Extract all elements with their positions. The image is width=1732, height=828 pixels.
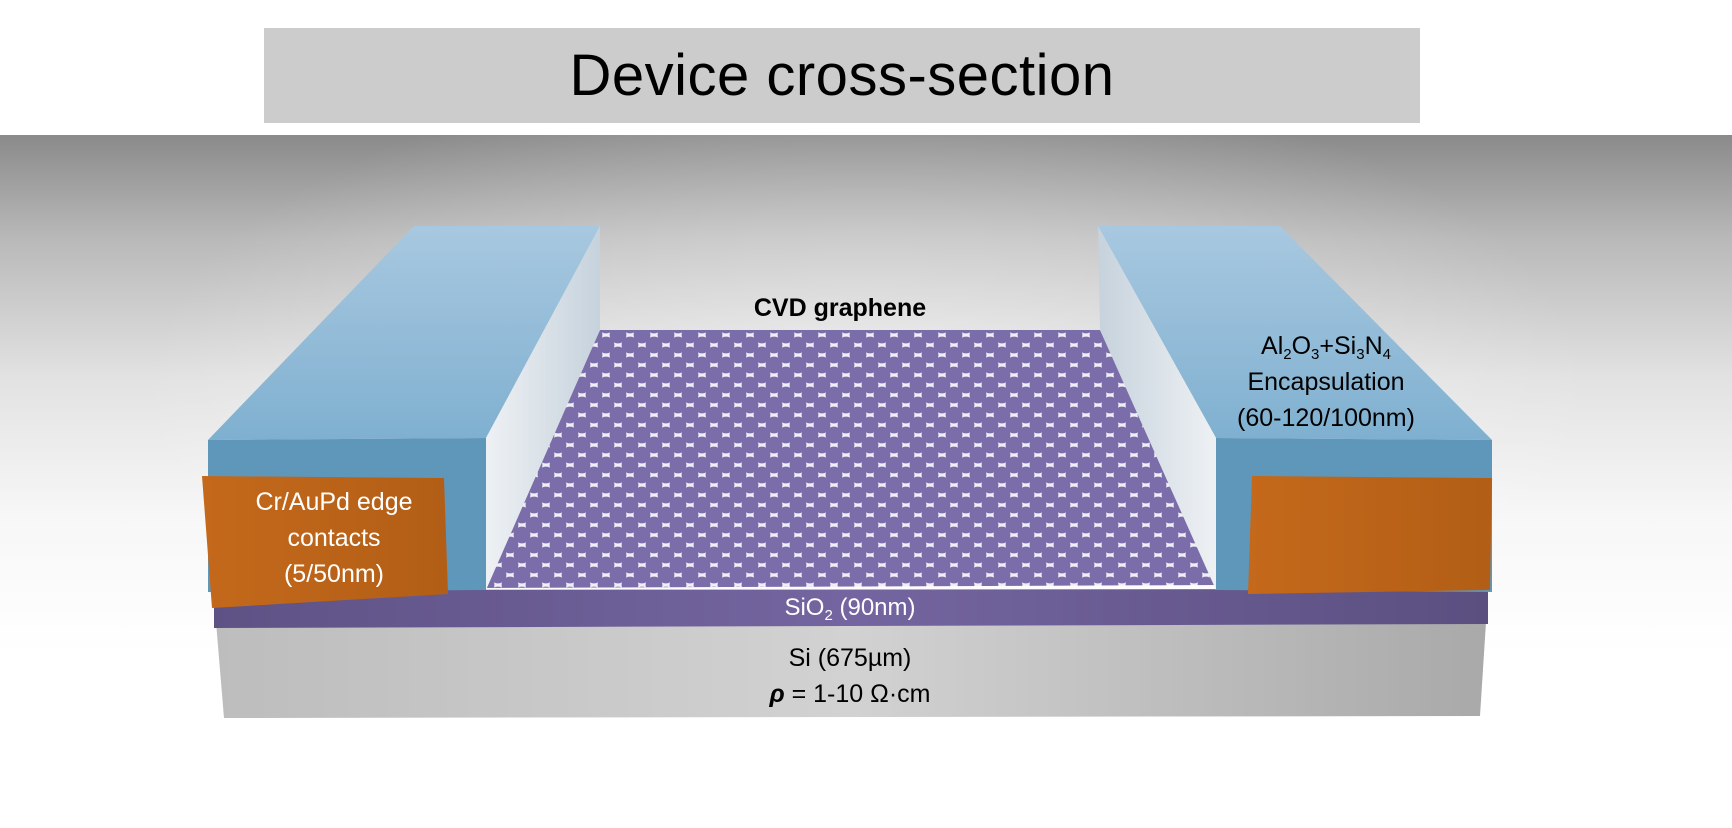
si-substrate — [216, 622, 1486, 718]
contacts-label: Cr/AuPd edge contacts (5/50nm) — [214, 484, 454, 592]
contacts-type: contacts — [287, 524, 381, 552]
contacts-name: Cr/AuPd edge — [255, 488, 413, 516]
encapsulation-label: Al2O3+Si3N4 Encapsulation (60-120/100nm) — [1196, 328, 1456, 436]
right-encapsulation-inner-face — [1098, 226, 1216, 590]
graphene-label: CVD graphene — [753, 294, 927, 322]
left-contact — [202, 476, 448, 608]
left-encapsulation-inner-face — [486, 226, 600, 590]
encapsulation-formula: Al2O3+Si3N4 — [1261, 332, 1391, 363]
oxide-label: SiO2 (90nm) — [784, 594, 916, 624]
right-encapsulation-top — [1098, 226, 1492, 440]
encapsulation-thickness: (60-120/100nm) — [1237, 404, 1415, 432]
sio2-layer — [214, 589, 1488, 628]
encapsulation-name: Encapsulation — [1247, 368, 1405, 396]
contacts-thickness: (5/50nm) — [283, 560, 385, 588]
substrate-thickness: Si (675µm) — [788, 644, 912, 672]
page-title: Device cross-section — [569, 43, 1115, 108]
right-contact — [1248, 476, 1492, 594]
left-encapsulation-top — [208, 226, 600, 440]
substrate-resistivity: ρ = 1-10 Ω·cm — [769, 680, 931, 708]
title-bar: Device cross-section — [264, 28, 1420, 123]
graphene-sheet — [482, 330, 1220, 588]
substrate-label: Si (675µm) ρ = 1-10 Ω·cm — [700, 640, 1000, 712]
